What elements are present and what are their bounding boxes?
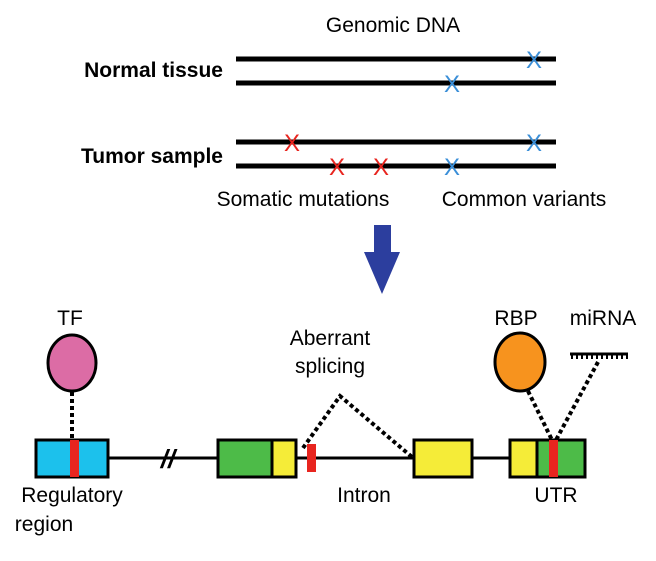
- mirna-binding-dots: [554, 361, 600, 441]
- splice-site-mutation-bar: [307, 444, 316, 472]
- aberrant-label: Aberrant: [290, 327, 371, 350]
- break-mark: //: [160, 444, 178, 474]
- utr-mutation-bar: [549, 440, 558, 477]
- mirna-label: miRNA: [570, 307, 637, 330]
- rbp-binding-dots: [526, 390, 554, 441]
- rbp-ellipse: [493, 331, 547, 393]
- regulatory-mutation-bar: [70, 440, 79, 477]
- regulatory-label: Regulatory: [21, 484, 123, 507]
- tumor-sample-label: Tumor sample: [81, 145, 223, 168]
- exon-yellow: [270, 438, 298, 479]
- somatic-mutation-mark: X: [329, 154, 345, 181]
- common-variant-mark: X: [526, 130, 542, 157]
- diagram-title: Genomic DNA: [326, 14, 460, 37]
- exon-green: [216, 438, 274, 479]
- common-variant-mark: X: [526, 47, 542, 74]
- somatic-mutations-label: Somatic mutations: [217, 188, 390, 211]
- somatic-mutation-mark: X: [373, 154, 389, 181]
- rbp-label: RBP: [494, 307, 537, 330]
- intron-label: Intron: [337, 484, 391, 507]
- utr-label: UTR: [534, 484, 577, 507]
- mirna-teeth: [571, 354, 628, 359]
- common-variant-mark: X: [444, 71, 460, 98]
- splicing-label: splicing: [295, 355, 365, 378]
- common-variant-mark: X: [444, 154, 460, 181]
- somatic-mutation-mark: X: [284, 130, 300, 157]
- normal-tissue-label: Normal tissue: [84, 59, 223, 82]
- exon-yellow: [412, 438, 474, 479]
- common-variants-label: Common variants: [442, 188, 607, 211]
- region-label: region: [15, 513, 73, 536]
- aberrant-splicing-path: [301, 393, 414, 459]
- tf-label: TF: [57, 307, 83, 330]
- exon-yellow: [508, 438, 539, 479]
- down-arrow-icon: [364, 225, 400, 294]
- tf-ellipse: [46, 333, 98, 393]
- utr-box: [535, 438, 587, 479]
